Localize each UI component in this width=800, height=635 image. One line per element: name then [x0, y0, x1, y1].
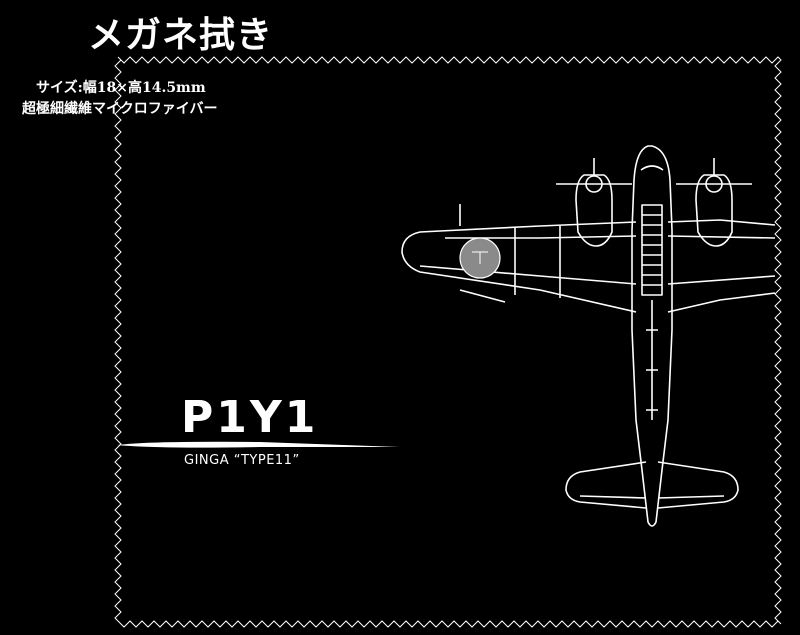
material-spec: 超極細繊維マイクロファイバー — [22, 101, 218, 117]
model-name: P1Y1 — [181, 392, 319, 443]
model-subname: GINGA “TYPE11” — [184, 453, 300, 468]
size-spec: サイズ:幅18×高14.5mm — [36, 80, 206, 96]
product-title: メガネ拭き — [88, 15, 274, 56]
